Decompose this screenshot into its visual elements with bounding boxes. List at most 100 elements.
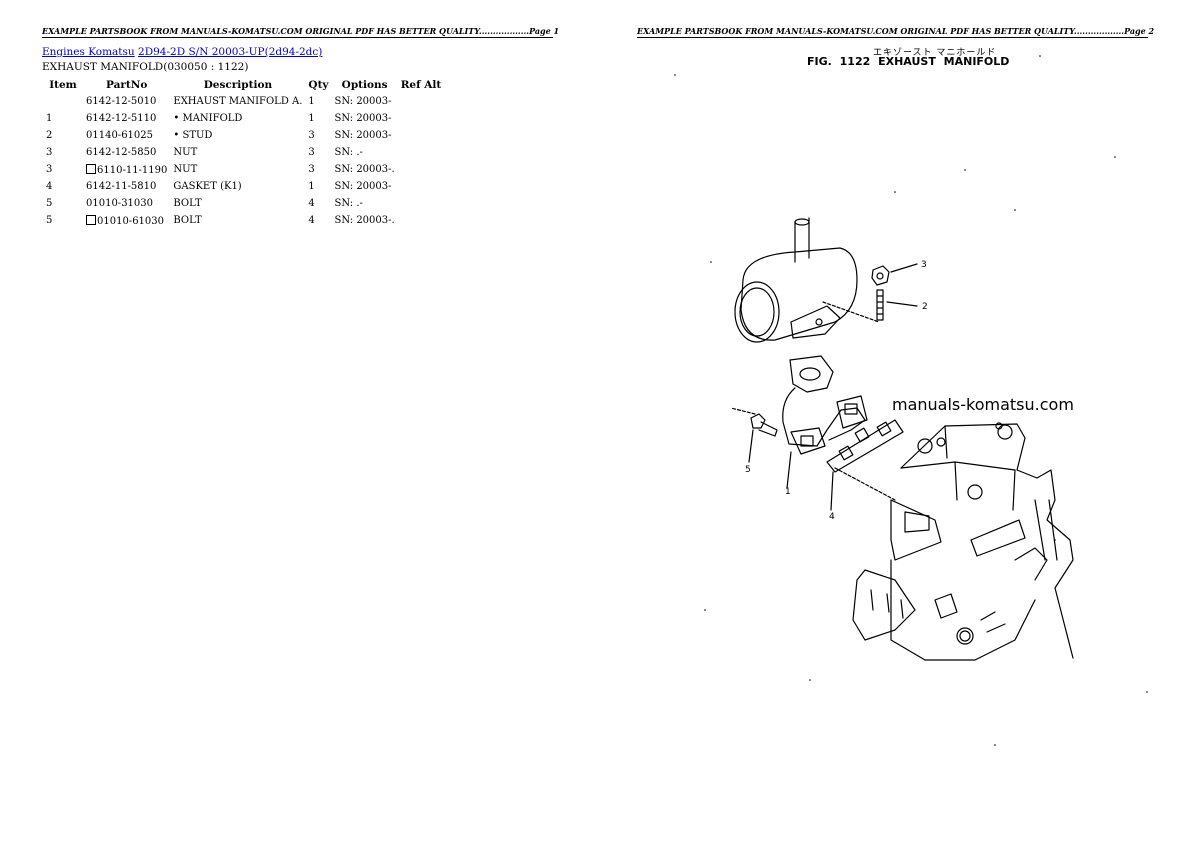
cell-qty-text: 1: [308, 113, 315, 124]
cell-item-text: 2: [46, 130, 53, 141]
table-row: 6142-12-5010 EXHAUST MANIFOLD A. 1 SN: 2000…: [42, 93, 444, 110]
cell-description-text: • MANIFOLD: [173, 113, 243, 124]
checkbox-marker-icon: [86, 163, 96, 174]
cell-qty-text: 4: [308, 198, 315, 209]
cell-qty: 1: [305, 178, 331, 195]
cell-qty-text: 3: [308, 164, 315, 175]
cell-item-text: 3: [46, 164, 53, 175]
cell-item: 4: [42, 178, 83, 195]
cell-description: • STUD: [170, 127, 305, 144]
cell-options: SN: 20003-: [332, 93, 398, 110]
breadcrumb-link-model[interactable]: 2D94-2D S/N 20003-UP(2d94-2dc): [138, 46, 323, 58]
checkbox-marker-icon: [86, 214, 96, 225]
col-header-item: Item: [49, 79, 77, 91]
cell-item-text: 3: [46, 147, 53, 158]
cell-options: SN: .-: [332, 195, 398, 212]
nut-and-stud: [871, 263, 918, 321]
manifold-part: [782, 355, 868, 455]
cell-ref-alt: [398, 144, 445, 161]
figure-title: FIG. 1122 EXHAUST MANIFOLD: [807, 55, 1010, 68]
figure-japanese-title: エキゾースト マニホールド: [873, 48, 997, 58]
engine-block: [852, 422, 1074, 661]
cell-description: NUT: [170, 161, 305, 178]
cell-item: 1: [42, 110, 83, 127]
cell-qty-text: 1: [308, 181, 315, 192]
cell-ref-alt: [398, 161, 445, 178]
cell-qty: 3: [305, 161, 331, 178]
cell-item: 2: [42, 127, 83, 144]
breadcrumb-link-engines[interactable]: Engines Komatsu: [42, 46, 135, 58]
cell-partno-text: 6142-12-5110: [86, 113, 157, 124]
cell-description-text: NUT: [173, 147, 198, 158]
cell-item: 3: [42, 144, 83, 161]
cell-item-text: 5: [46, 215, 53, 226]
cell-qty-text: 3: [308, 147, 315, 158]
table-row: 2 01140-61025 • STUD 3 SN: 20003-: [42, 127, 444, 144]
cell-item-text: 4: [46, 181, 53, 192]
cell-partno: 6142-12-5110: [83, 110, 170, 127]
cell-partno: 01010-31030: [83, 195, 170, 212]
cell-description-text: BOLT: [173, 215, 202, 226]
page-1: EXAMPLE PARTSBOOK FROM MANUALS-KOMATSU.C…: [42, 26, 559, 229]
cell-description: BOLT: [170, 212, 305, 229]
cell-qty-text: 4: [308, 215, 315, 226]
cell-options-text: SN: 20003-: [334, 113, 392, 124]
cell-options: SN: .-: [332, 144, 398, 161]
cell-options-text: SN: 20003-: [334, 181, 392, 192]
col-header-description: Description: [203, 79, 273, 91]
cell-description-text: EXHAUST MANIFOLD A.: [173, 96, 303, 107]
col-header-partno: PartNo: [105, 79, 148, 91]
cell-partno-text: 01140-61025: [86, 130, 154, 141]
cell-ref-alt: [398, 195, 445, 212]
cell-options-text: SN: 20003-.: [334, 164, 395, 175]
section-subtitle: EXHAUST MANIFOLD(030050 : 1122): [42, 61, 249, 73]
cell-partno: 01140-61025: [83, 127, 170, 144]
cell-item: [42, 93, 83, 110]
cell-item: 5: [42, 212, 83, 229]
callout-1: 1: [785, 487, 791, 497]
cell-description: EXHAUST MANIFOLD A.: [170, 93, 305, 110]
cell-description: BOLT: [170, 195, 305, 212]
cell-partno: 6142-12-5010: [83, 93, 170, 110]
cell-item: 3: [42, 161, 83, 178]
cell-options: SN: 20003-.: [332, 161, 398, 178]
callout-5: 5: [745, 465, 751, 475]
table-row: 3 6142-12-5850 NUT 3 SN: .-: [42, 144, 444, 161]
exhaust-manifold-diagram: 3 2 5 1 4: [674, 55, 1148, 746]
cell-options-text: SN: 20003-.: [334, 215, 395, 226]
cell-partno-text: 6142-12-5010: [86, 96, 157, 107]
cell-item: 5: [42, 195, 83, 212]
cell-options-text: SN: .-: [334, 198, 363, 209]
breadcrumb: Engines Komatsu 2D94-2D S/N 20003-UP(2d9…: [42, 46, 322, 58]
cell-qty: 4: [305, 212, 331, 229]
cell-qty: 1: [305, 93, 331, 110]
cell-options: SN: 20003-: [332, 110, 398, 127]
bolt-part: [730, 407, 778, 463]
cell-partno-text: 6110-11-1190: [97, 164, 168, 176]
cell-options: SN: 20003-.: [332, 212, 398, 229]
cell-partno: 6142-11-5810: [83, 178, 170, 195]
col-header-ref-alt: Ref Alt: [400, 79, 442, 91]
cell-description-text: GASKET (K1): [173, 181, 242, 192]
cell-partno-text: 01010-31030: [86, 198, 154, 209]
cell-description-text: • STUD: [173, 130, 213, 141]
cell-ref-alt: [398, 93, 445, 110]
cell-partno-text: 01010-61030: [97, 215, 165, 227]
cell-options-text: SN: .-: [334, 147, 363, 158]
cell-qty-text: 1: [308, 96, 315, 107]
cell-partno: 6142-12-5850: [83, 144, 170, 161]
cell-partno-text: 6142-12-5850: [86, 147, 157, 158]
cell-partno: 6110-11-1190: [83, 161, 170, 178]
cell-options-text: SN: 20003-: [334, 130, 392, 141]
cell-ref-alt: [398, 127, 445, 144]
scan-specks: [674, 55, 1148, 746]
cell-ref-alt: [398, 178, 445, 195]
cell-qty-text: 3: [308, 130, 315, 141]
cell-options: SN: 20003-: [332, 178, 398, 195]
cell-qty: 3: [305, 144, 331, 161]
cell-options-text: SN: 20003-: [334, 96, 392, 107]
callout-2: 2: [922, 302, 928, 312]
cell-partno: 01010-61030: [83, 212, 170, 229]
exhaust-pipe-part: [734, 217, 880, 343]
